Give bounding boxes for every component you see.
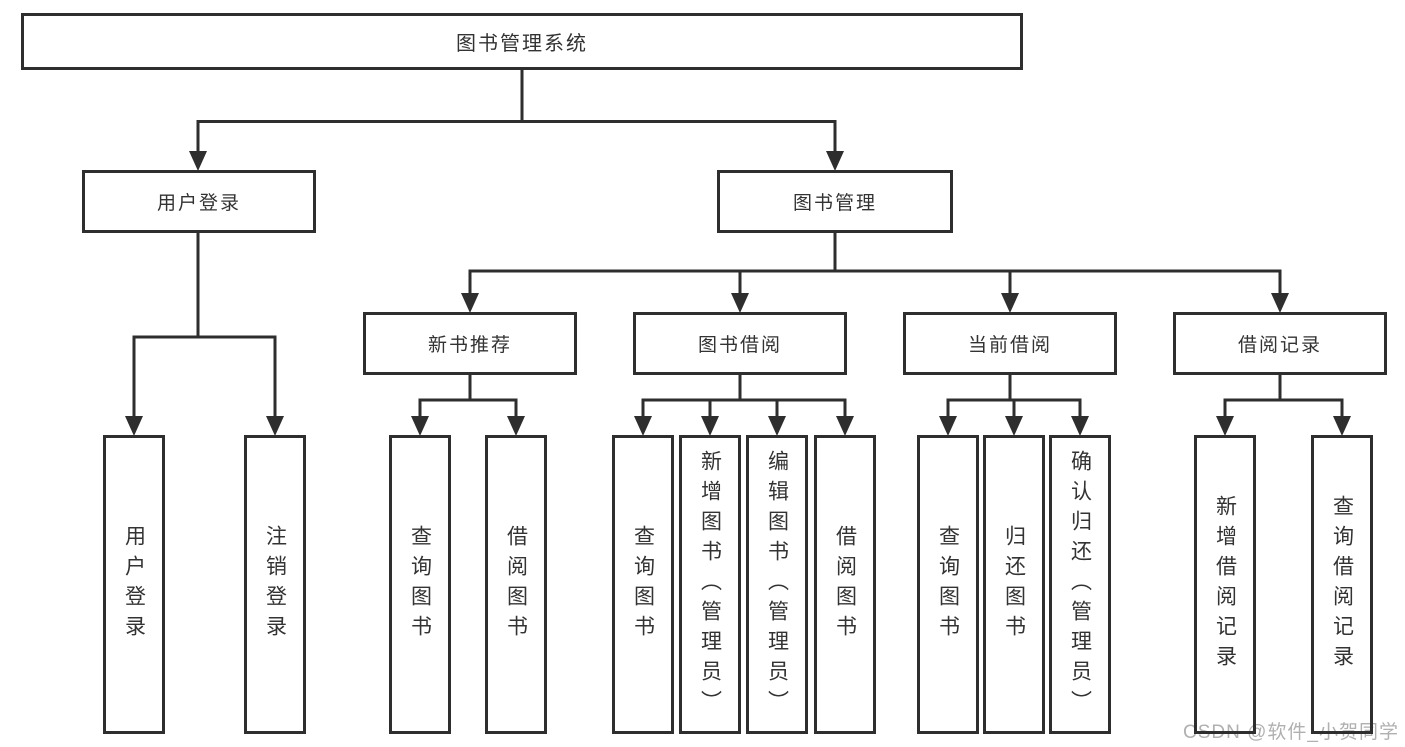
node-label: 图书管理系统 [456,33,588,55]
node-label: 查询图书 [408,524,432,645]
node-leaf-confirm-return-admin: 确认归还（管理员） [1049,435,1111,734]
watermark-text: CSDN @软件_小贺同学 [1183,722,1399,743]
node-borrow-record: 借阅记录 [1173,312,1387,375]
node-root-system: 图书管理系统 [21,13,1023,70]
arrowhead-icon [731,293,749,313]
arrowhead-icon [1333,416,1351,436]
arrowhead-icon [411,416,429,436]
node-label: 查询借阅记录 [1330,494,1354,675]
node-leaf-query-books-1: 查询图书 [389,435,451,734]
node-new-book-recommend: 新书推荐 [363,312,577,375]
node-leaf-borrow-books-1: 借阅图书 [485,435,547,734]
node-user-login: 用户登录 [82,170,316,233]
connector-root-to-level2 [189,70,844,171]
node-label: 图书借阅 [697,335,782,356]
node-label: 查询图书 [936,524,960,645]
node-leaf-return-book: 归还图书 [983,435,1045,734]
arrowhead-icon [1071,416,1089,436]
node-leaf-edit-book-admin: 编辑图书（管理员） [746,435,808,734]
arrowhead-icon [768,416,786,436]
arrowhead-icon [125,416,143,436]
arrowhead-icon [189,151,207,171]
connector-user-login-to-leaves [125,233,284,436]
node-label: 当前借阅 [967,335,1052,356]
node-label: 新书推荐 [427,335,512,356]
node-leaf-user-login: 用户登录 [103,435,165,734]
connector-borrow-record-to-leaves [1216,375,1351,436]
arrowhead-icon [461,293,479,313]
arrowhead-icon [1216,416,1234,436]
arrowhead-icon [1001,293,1019,313]
node-label: 新增图书（管理员） [698,449,722,720]
arrowhead-icon [507,416,525,436]
node-leaf-query-books-2: 查询图书 [612,435,674,734]
node-label: 新增借阅记录 [1213,494,1237,675]
connector-current-borrow-to-leaves [939,375,1089,436]
arrowhead-icon [826,151,844,171]
node-label: 用户登录 [122,524,146,645]
node-leaf-logout-login: 注销登录 [244,435,306,734]
arrowhead-icon [1271,293,1289,313]
node-label: 借阅记录 [1237,335,1322,356]
node-label: 归还图书 [1002,524,1026,645]
node-leaf-add-book-admin: 新增图书（管理员） [679,435,741,734]
connector-book-borrow-to-leaves [634,375,854,436]
arrowhead-icon [836,416,854,436]
node-label: 借阅图书 [833,524,857,645]
arrowhead-icon [939,416,957,436]
arrowhead-icon [266,416,284,436]
arrowhead-icon [701,416,719,436]
connector-book-mgmt-to-level3 [461,233,1289,313]
node-label: 借阅图书 [504,524,528,645]
node-label: 编辑图书（管理员） [765,449,789,720]
node-label: 图书管理 [792,193,877,214]
node-label: 注销登录 [263,524,287,645]
connector-new-book-to-leaves [411,375,525,436]
node-book-mgmt: 图书管理 [717,170,953,233]
node-leaf-borrow-books-2: 借阅图书 [814,435,876,734]
node-label: 查询图书 [631,524,655,645]
arrowhead-icon [634,416,652,436]
node-label: 确认归还（管理员） [1068,449,1092,720]
arrowhead-icon [1005,416,1023,436]
node-label: 用户登录 [156,193,241,214]
node-leaf-add-borrow-record: 新增借阅记录 [1194,435,1256,734]
node-leaf-query-books-3: 查询图书 [917,435,979,734]
node-book-borrow: 图书借阅 [633,312,847,375]
node-current-borrow: 当前借阅 [903,312,1117,375]
node-leaf-query-borrow-record: 查询借阅记录 [1311,435,1373,734]
